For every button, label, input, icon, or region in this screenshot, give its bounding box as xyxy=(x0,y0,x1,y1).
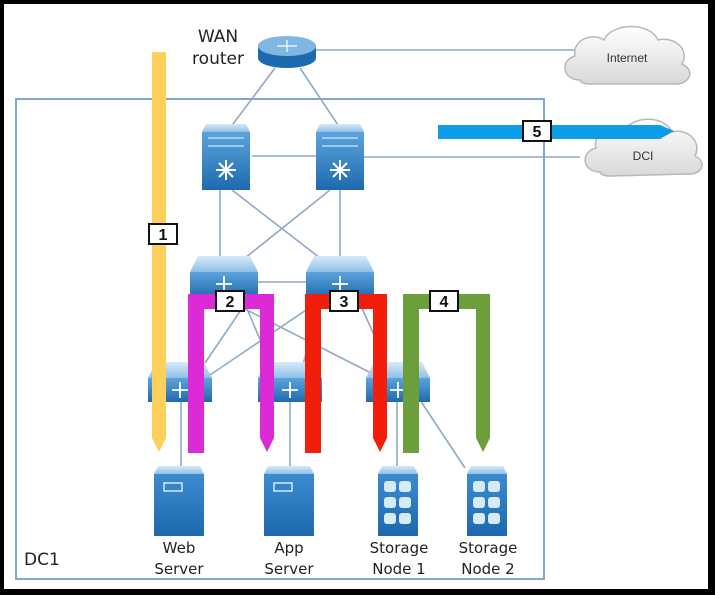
switch-star-icon xyxy=(332,276,348,292)
storage-node-1[interactable] xyxy=(378,466,418,536)
switch-star-icon xyxy=(172,382,188,398)
disk-icon xyxy=(399,497,411,508)
link-router-core2 xyxy=(299,67,341,129)
internet-label: Internet xyxy=(607,51,648,65)
link-core1-dist2 xyxy=(231,189,321,259)
disk-icon xyxy=(488,513,500,524)
flow-5-path xyxy=(438,125,674,139)
dci-label: DCI xyxy=(633,149,654,163)
disk-icon xyxy=(488,481,500,492)
app-server[interactable] xyxy=(264,466,314,536)
wan-router-label-line2: router xyxy=(192,49,244,69)
core-switch-2[interactable] xyxy=(316,124,364,190)
svg-text:4: 4 xyxy=(440,294,449,311)
flow-1-path xyxy=(152,52,166,452)
web-server[interactable] xyxy=(154,466,204,536)
flow-badges: 1 2 3 4 5 xyxy=(148,120,552,312)
disk-icon xyxy=(473,497,485,508)
svg-text:5: 5 xyxy=(533,124,542,141)
dc1-label: DC1 xyxy=(24,550,60,570)
dc1-boundary xyxy=(15,98,545,580)
storage-node-1-label-2: Node 1 xyxy=(372,560,425,578)
switch-star-icon xyxy=(216,276,232,292)
svg-text:1: 1 xyxy=(159,227,168,244)
link-core2-dist1 xyxy=(244,189,331,259)
internet-cloud: Internet xyxy=(564,25,691,85)
flow-5-badge: 5 xyxy=(522,120,552,142)
disk-icon xyxy=(399,513,411,524)
storage-node-1-label-1: Storage xyxy=(370,539,429,557)
link-dist1-acc1 xyxy=(204,303,246,364)
flow-2-badge: 2 xyxy=(215,290,245,312)
web-server-label-1: Web xyxy=(163,539,196,557)
flow-4-path xyxy=(403,294,490,453)
disk-icon xyxy=(473,481,485,492)
flow-1-badge: 1 xyxy=(148,223,178,245)
disk-icon xyxy=(384,497,396,508)
svg-text:2: 2 xyxy=(226,294,235,311)
web-server-label-2: Server xyxy=(154,560,204,578)
disk-icon xyxy=(473,513,485,524)
link-acc3-stor2 xyxy=(419,399,466,469)
flow-4-badge: 4 xyxy=(429,290,459,312)
storage-node-2[interactable] xyxy=(467,466,507,536)
server-labels: Web Server App Server Storage Node 1 Sto… xyxy=(154,539,517,578)
distribution-switch-1[interactable] xyxy=(190,256,258,298)
app-server-label-1: App xyxy=(274,539,303,557)
app-server-label-2: Server xyxy=(264,560,314,578)
link-router-core1 xyxy=(229,67,276,129)
router-arrows-icon xyxy=(277,40,297,52)
disk-icon xyxy=(399,481,411,492)
storage-node-2-label-2: Node 2 xyxy=(461,560,514,578)
drive-slot-icon xyxy=(273,482,293,492)
wan-router[interactable] xyxy=(258,36,316,68)
disk-icon xyxy=(384,481,396,492)
switch-star-icon xyxy=(216,160,236,180)
disk-icon xyxy=(384,513,396,524)
drive-slot-icon xyxy=(163,482,183,492)
flow-2-path xyxy=(188,294,274,453)
flow-3-path xyxy=(305,294,387,453)
flows xyxy=(152,52,674,453)
switch-star-icon xyxy=(282,382,298,398)
switch-star-icon xyxy=(330,160,350,180)
flow-3-badge: 3 xyxy=(329,290,359,312)
storage-node-2-label-1: Storage xyxy=(459,539,518,557)
disk-icon xyxy=(488,497,500,508)
core-switch-1[interactable] xyxy=(202,124,250,190)
wan-router-label-line1: WAN xyxy=(198,27,238,47)
svg-text:3: 3 xyxy=(340,294,349,311)
network-diagram: DC1 Internet DCI xyxy=(4,4,708,589)
